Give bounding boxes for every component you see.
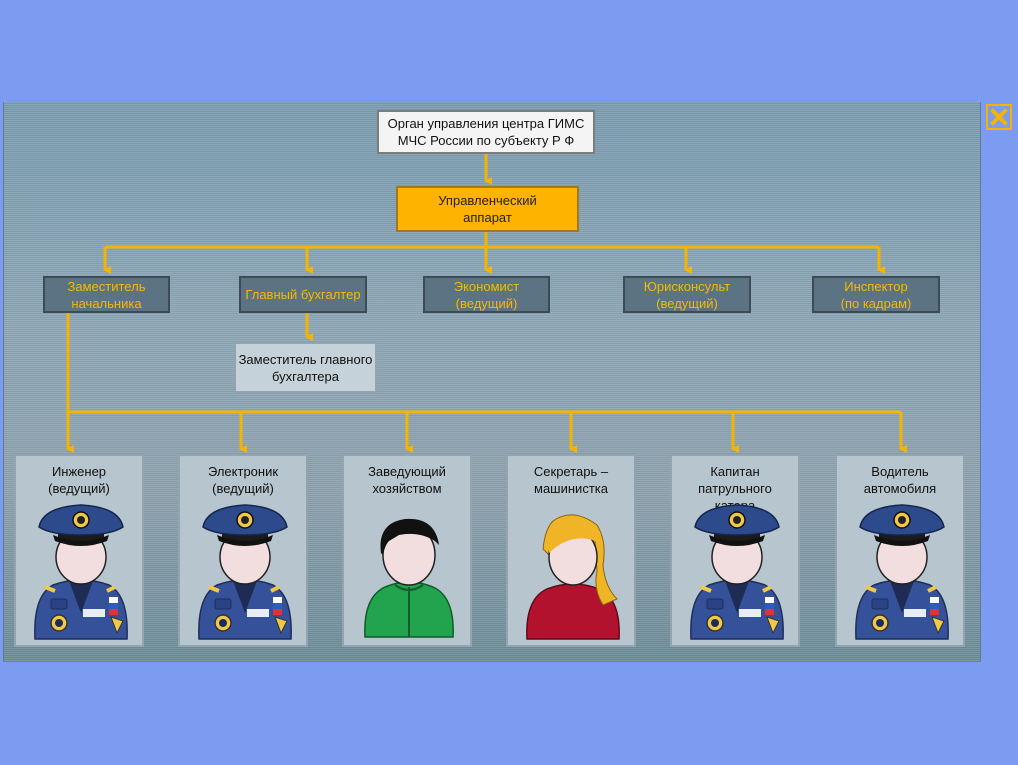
officer-avatar-icon bbox=[853, 503, 951, 641]
staff-card-title: Инженер (ведущий) bbox=[48, 464, 110, 496]
officer-avatar-icon bbox=[688, 503, 786, 641]
woman-avatar-icon bbox=[526, 514, 620, 640]
deputy-head-box: Заместитель начальника bbox=[43, 276, 170, 313]
staff-card-housekeeper: Заведующий хозяйством bbox=[342, 454, 472, 647]
staff-card-title: Секретарь – машинистка bbox=[533, 464, 609, 496]
deputy-chief-accountant-box: Заместитель главного бухгалтера bbox=[234, 342, 377, 393]
officer-avatar-icon bbox=[32, 503, 130, 641]
hr-inspector-box: Инспектор (по кадрам) bbox=[812, 276, 940, 313]
officer-avatar-icon bbox=[196, 503, 294, 641]
management-apparatus-box: Управленческий аппарат bbox=[396, 186, 579, 232]
staff-card-driver: Водитель автомобиля bbox=[835, 454, 965, 647]
close-button[interactable] bbox=[986, 104, 1012, 130]
economist-box: Экономист (ведущий) bbox=[423, 276, 550, 313]
staff-card-electronics: Электроник (ведущий) bbox=[178, 454, 308, 647]
staff-card-secretary: Секретарь – машинистка bbox=[506, 454, 636, 647]
chief-accountant-box: Главный бухгалтер bbox=[239, 276, 367, 313]
legal-advisor-box: Юрисконсульт (ведущий) bbox=[623, 276, 751, 313]
root-organ-box: Орган управления центра ГИМС МЧС России … bbox=[377, 110, 595, 154]
staff-card-title: Электроник (ведущий) bbox=[207, 464, 279, 496]
close-icon bbox=[990, 108, 1008, 126]
man-avatar-icon bbox=[363, 517, 455, 638]
staff-card-title: Заведующий хозяйством bbox=[368, 464, 446, 496]
staff-card-title: Водитель автомобиля bbox=[863, 464, 937, 496]
staff-card-boat-captain: Капитан патрульного катера bbox=[670, 454, 800, 647]
staff-card-engineer: Инженер (ведущий) bbox=[14, 454, 144, 647]
